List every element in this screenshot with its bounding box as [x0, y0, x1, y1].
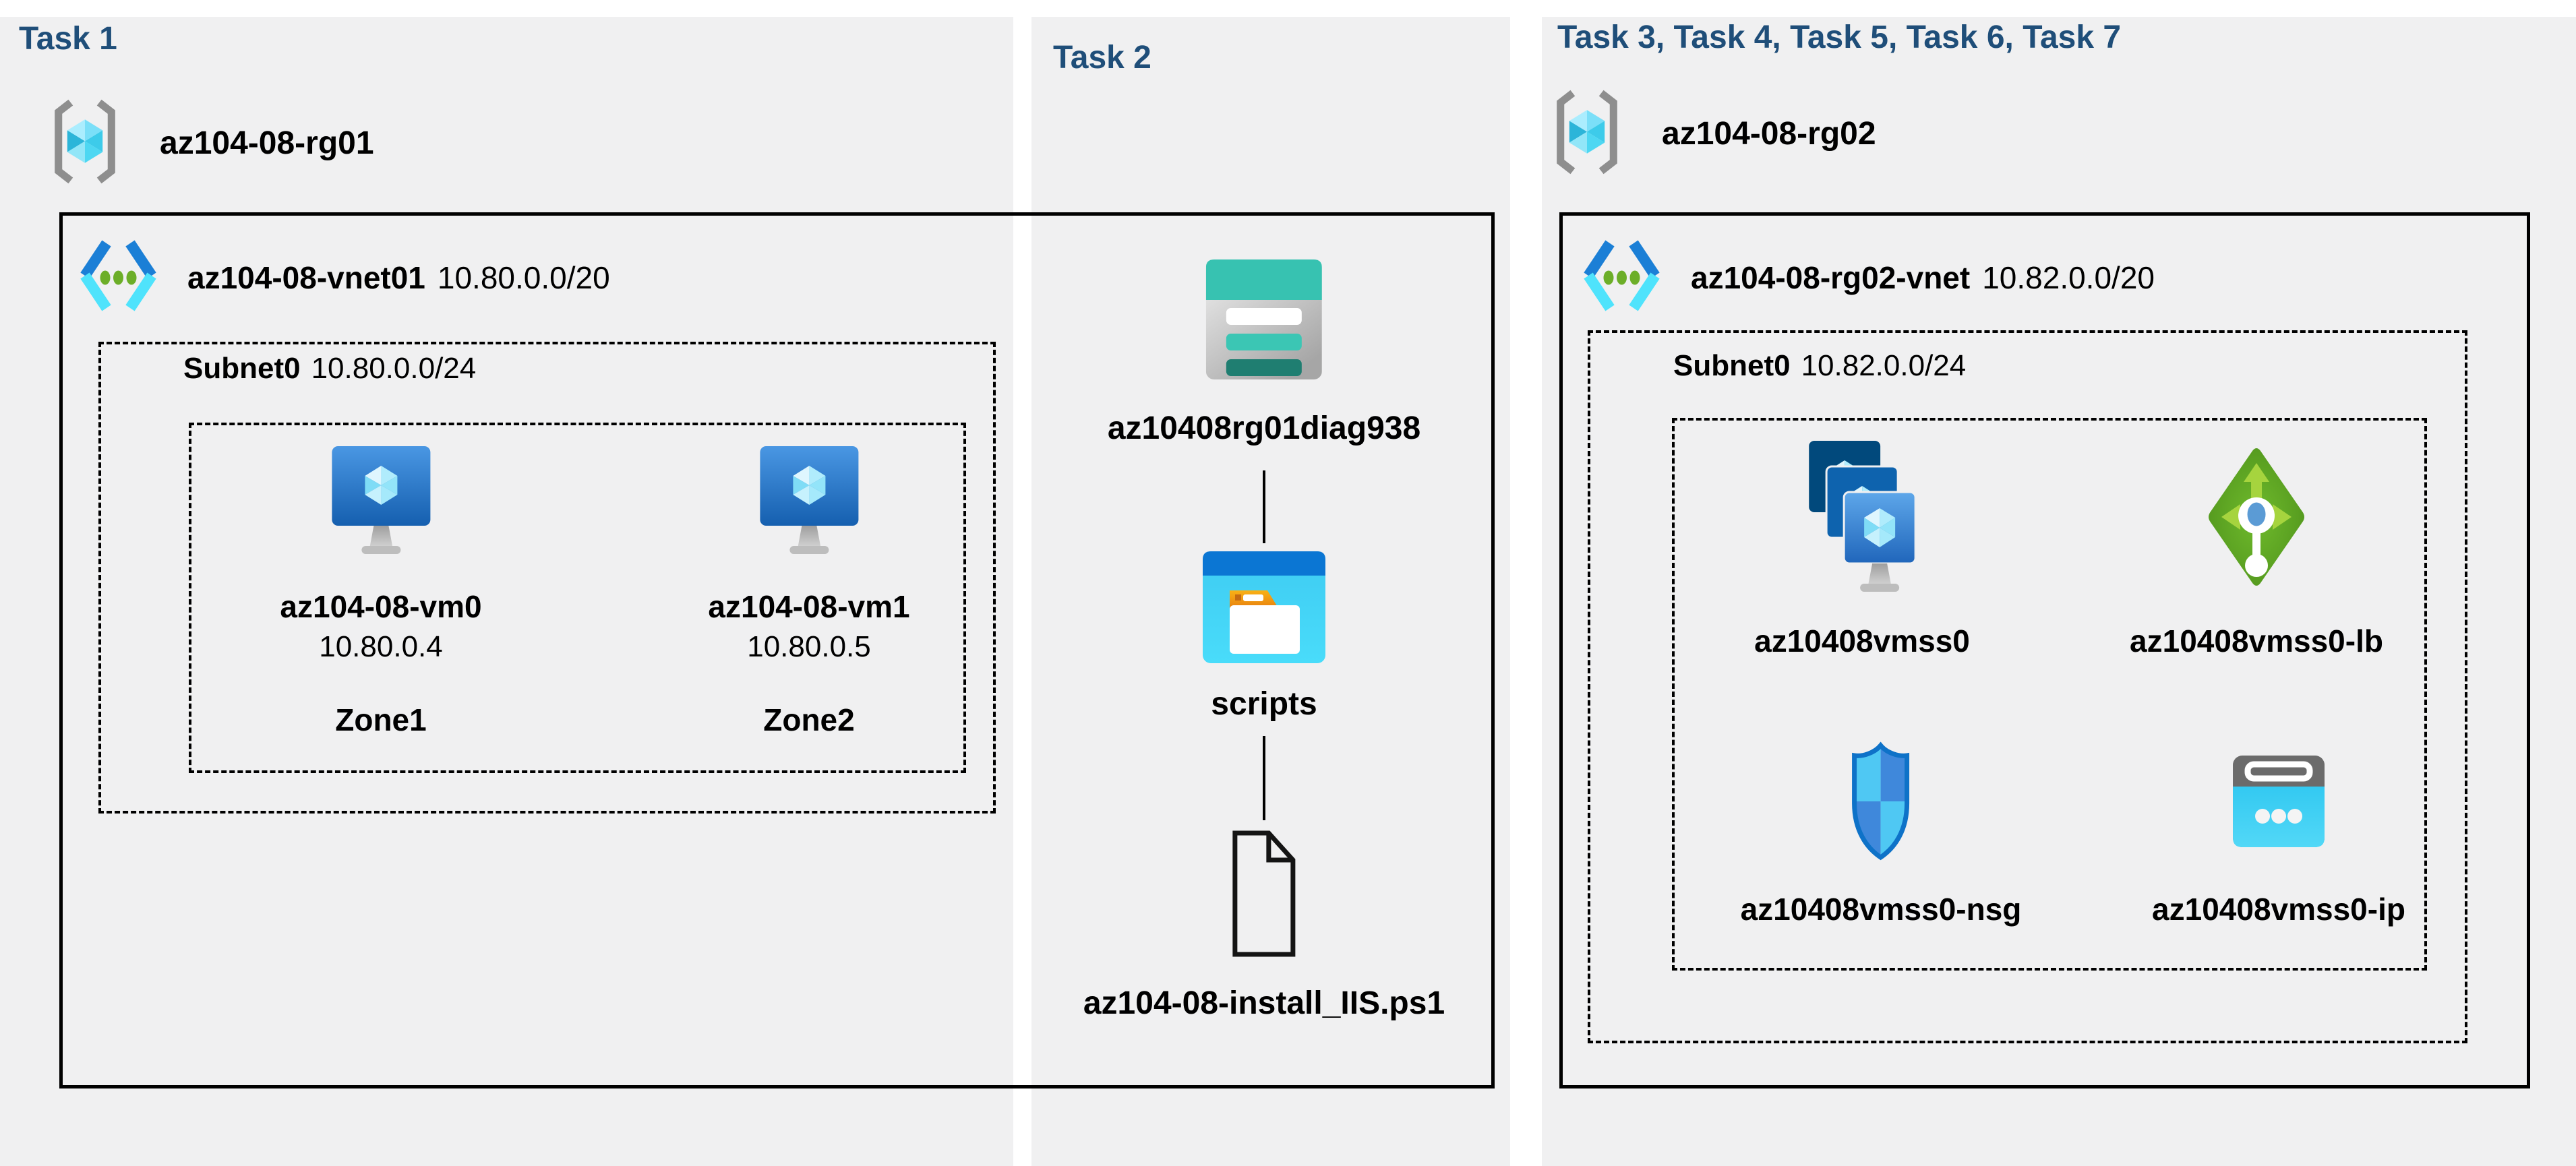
virtual-network-icon — [80, 239, 157, 315]
folder-icon — [1203, 551, 1325, 667]
task3-7-panel — [1542, 17, 2576, 1166]
resource-group-icon — [1549, 86, 1625, 181]
storage-account-icon — [1205, 259, 1322, 383]
subnet-name: Subnet0 — [1673, 349, 1791, 382]
virtual-machine-icon — [330, 445, 431, 561]
resource-group-icon — [47, 96, 123, 191]
nsg-name: az10408vmss0-nsg — [1740, 892, 2022, 927]
subnet0-box-task3-7 — [1588, 330, 2467, 1043]
load-balancer-icon — [2205, 439, 2308, 594]
vm-zone-box-task1 — [189, 423, 966, 773]
subnet0-box-task1 — [98, 342, 996, 814]
vm-node-vm0: az104-08-vm0 10.80.0.4 Zone1 — [280, 445, 482, 738]
vm-node-vm1: az104-08-vm1 10.80.0.5 Zone2 — [708, 445, 910, 738]
subnet-label-task3-7: Subnet0 10.82.0.0/24 — [1673, 349, 1966, 383]
task3-7-boundary-box — [1559, 212, 2530, 1088]
vnet-cidr: 10.82.0.0/20 — [1982, 259, 2155, 295]
subnet-cidr: 10.82.0.0/24 — [1801, 349, 1967, 382]
task1-panel — [0, 17, 1013, 1166]
nsg-node: az10408vmss0-nsg — [1740, 740, 2022, 927]
vnet-name: az104-08-vnet01 — [187, 259, 425, 295]
task3-7-header: Task 3, Task 4, Task 5, Task 6, Task 7 — [1557, 20, 2122, 55]
vnet-cidr: 10.80.0.0/20 — [437, 259, 610, 295]
vnet-name: az104-08-rg02-vnet — [1691, 259, 1971, 295]
folder-name: scripts — [1211, 686, 1317, 722]
storage-account-node: az10408rg01diag938 — [1108, 259, 1420, 447]
resource-group-rg02: az104-08-rg02 — [1549, 86, 1876, 181]
vmss-name: az10408vmss0 — [1754, 623, 1970, 658]
vmss-node: az10408vmss0 — [1754, 439, 1970, 659]
vm-ip: 10.80.0.5 — [747, 630, 871, 663]
connector-storage-to-scripts — [1263, 470, 1265, 543]
vnet-row-vnet01: az104-08-vnet01 10.80.0.0/20 — [80, 239, 610, 315]
subnet-name: Subnet0 — [183, 352, 301, 385]
vm-zone: Zone1 — [335, 702, 427, 737]
resource-group-name: az104-08-rg01 — [160, 125, 374, 161]
resource-group-rg01: az104-08-rg01 — [47, 96, 374, 191]
virtual-machine-icon — [758, 445, 860, 561]
public-ip-name: az10408vmss0-ip — [2152, 892, 2405, 927]
shield-icon — [1847, 740, 1915, 863]
script-file-name: az104-08-install_IIS.ps1 — [1083, 985, 1445, 1021]
vmss-resources-box — [1672, 418, 2427, 971]
vm-scale-set-icon — [1808, 439, 1915, 594]
load-balancer-name: az10408vmss0-lb — [2130, 623, 2383, 658]
connector-scripts-to-file — [1263, 736, 1265, 820]
vm-name: az104-08-vm0 — [280, 589, 482, 624]
public-ip-node: az10408vmss0-ip — [2152, 740, 2405, 927]
vnet-label: az104-08-vnet01 10.80.0.0/20 — [187, 259, 610, 296]
vnet-row-rg02-vnet: az104-08-rg02-vnet 10.82.0.0/20 — [1583, 239, 2155, 315]
task2-header: Task 2 — [1053, 40, 1151, 75]
vm-zone: Zone2 — [763, 702, 855, 737]
vm-ip: 10.80.0.4 — [319, 630, 443, 663]
task1-header: Task 1 — [19, 21, 117, 57]
subnet-label-task1: Subnet0 10.80.0.0/24 — [183, 352, 476, 386]
subnet-cidr: 10.80.0.0/24 — [311, 352, 477, 385]
document-icon — [1230, 828, 1298, 963]
storage-account-name: az10408rg01diag938 — [1107, 410, 1421, 446]
resource-group-name: az104-08-rg02 — [1662, 116, 1876, 152]
task1-2-boundary-box — [59, 212, 1495, 1088]
file-share-node: scripts — [1203, 551, 1325, 723]
vnet-label: az104-08-rg02-vnet 10.82.0.0/20 — [1691, 259, 2155, 296]
load-balancer-node: az10408vmss0-lb — [2130, 439, 2383, 659]
virtual-network-icon — [1583, 239, 1660, 315]
vm-name: az104-08-vm1 — [708, 589, 910, 624]
public-ip-icon — [2233, 740, 2325, 863]
script-file-node: az104-08-install_IIS.ps1 — [1083, 828, 1445, 1022]
